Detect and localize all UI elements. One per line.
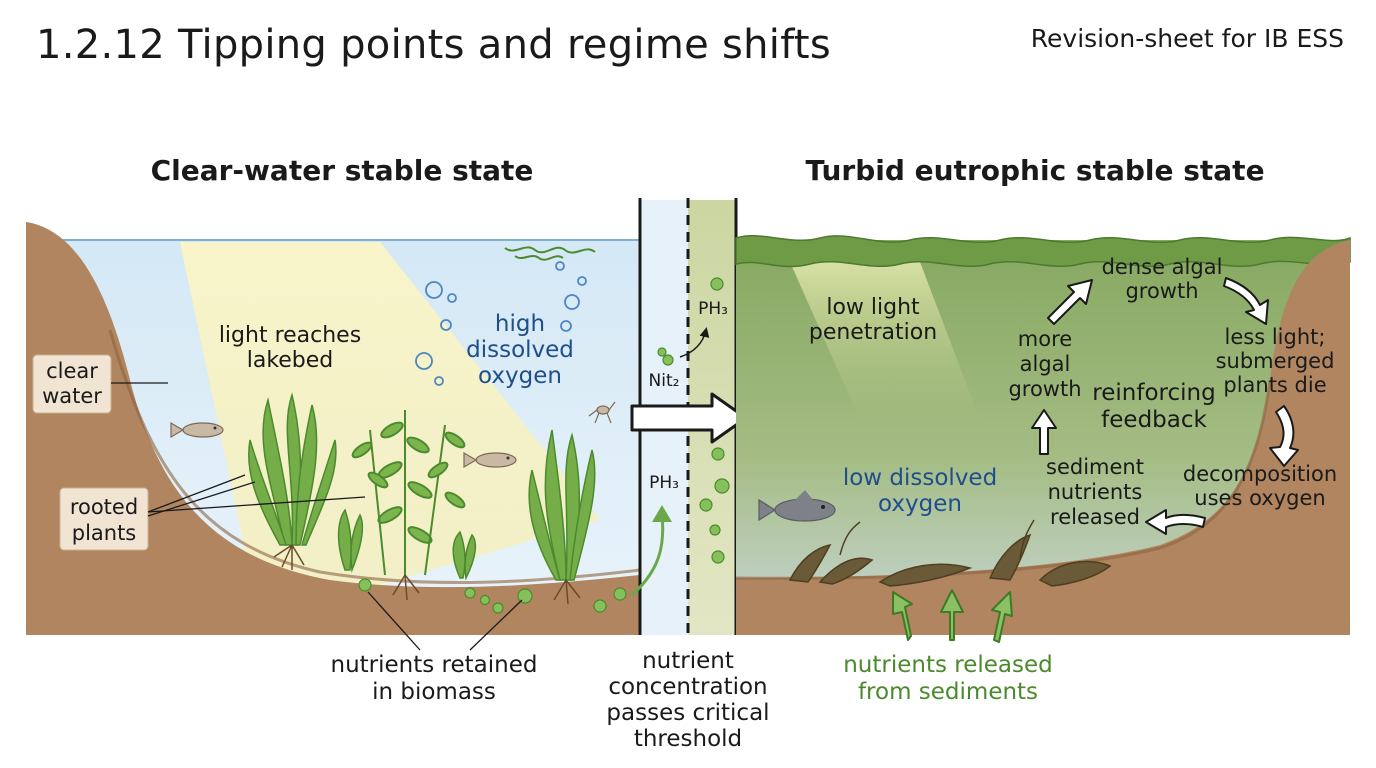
surface-weed: [504, 246, 596, 261]
rooted-plants-label: rooted plants: [59, 474, 366, 551]
nutrient-particles-left: [358, 578, 627, 614]
nutrients-retained-line-2: in biomass: [372, 679, 496, 705]
feedback-center-line-1: reinforcing: [1092, 380, 1215, 406]
plant-leafy-1: [351, 410, 466, 576]
threshold-line-2: concentration: [608, 674, 767, 700]
nutrients-released-line-2: from sediments: [858, 679, 1038, 705]
low-oxygen-line-2: oxygen: [878, 491, 962, 517]
page-title: 1.2.12 Tipping points and regime shifts: [36, 22, 832, 68]
low-oxygen-line-1: low dissolved: [843, 465, 997, 491]
threshold-caption: nutrient concentration passes critical t…: [606, 648, 769, 752]
grey-fish: [758, 490, 836, 522]
light-line-2: lakebed: [247, 348, 334, 373]
nutrients-released-line-1: nutrients released: [843, 652, 1053, 678]
clear-water-line-2: water: [42, 384, 102, 408]
threshold-line-4: threshold: [634, 726, 742, 752]
less-light-line-1: less light;: [1225, 325, 1326, 349]
right-panel-heading: Turbid eutrophic stable state: [805, 154, 1264, 187]
feedback-loop: reinforcing feedback dense algal growth …: [1008, 255, 1337, 535]
rooted-plants-line-1: rooted: [70, 495, 138, 519]
clear-water-label: clear water: [32, 354, 168, 414]
more-growth-line-3: growth: [1008, 377, 1081, 401]
regime-shift-arrow: [630, 392, 748, 444]
page-subtitle: Revision-sheet for IB ESS: [1030, 24, 1344, 53]
oxygen-line-2: dissolved: [466, 337, 574, 363]
low-light-label: low light penetration: [809, 295, 937, 345]
sediment-release-arrows: [892, 589, 1013, 643]
rooted-plants-line-2: plants: [72, 521, 137, 545]
feedback-center-line-2: feedback: [1101, 407, 1207, 433]
dead-plants: [788, 519, 1112, 587]
decomposition-line-2: uses oxygen: [1194, 486, 1325, 510]
fish-left-2: [463, 451, 517, 469]
water-insect: [588, 401, 616, 424]
rooted-plants: [248, 392, 627, 614]
fish-left-1: [170, 421, 224, 439]
oxygen-bubbles: [415, 261, 587, 386]
threshold-line-3: passes critical: [606, 700, 769, 726]
oxygen-line-3: oxygen: [478, 363, 562, 389]
decomposition-line-1: decomposition: [1183, 462, 1337, 486]
sediment-line-2: nutrients: [1048, 480, 1143, 504]
more-growth-line-2: algal: [1020, 352, 1071, 376]
transition-column: PH₃ Nit₂ PH₃: [630, 198, 748, 635]
chem-label-bottom: PH₃: [649, 473, 679, 493]
high-oxygen-label: high dissolved oxygen: [466, 311, 574, 389]
nutrient-uptake-arrow: [631, 514, 665, 597]
oxygen-line-1: high: [495, 311, 545, 337]
right-lake-bank: [736, 240, 1350, 635]
more-growth-line-1: more: [1018, 327, 1072, 351]
less-light-line-3: plants die: [1223, 373, 1326, 397]
light-reaches-label: light reaches lakebed: [219, 323, 361, 373]
sediment-line-3: released: [1050, 505, 1140, 529]
plant-small-1: [337, 508, 477, 581]
less-light-line-2: submerged: [1216, 349, 1335, 373]
sediment-line-1: sediment: [1046, 455, 1144, 479]
right-lake-panel: [735, 234, 1351, 635]
loop-arrow-to-less-light: [1223, 277, 1269, 325]
column-nutrient-particles: [657, 277, 730, 564]
low-light-line-2: penetration: [809, 320, 937, 345]
low-oxygen-label: low dissolved oxygen: [843, 465, 997, 517]
loop-arrow-to-dense-growth: [1047, 279, 1093, 325]
loop-arrow-to-more-growth: [1031, 409, 1057, 455]
dense-growth-line-1: dense algal: [1102, 255, 1223, 279]
chem-label-top: PH₃: [698, 299, 728, 319]
low-light-beam: [790, 262, 980, 420]
nutrients-retained-label: nutrients retained in biomass: [331, 591, 538, 705]
left-panel-heading: Clear-water stable state: [151, 154, 534, 187]
plant-roots: [273, 544, 581, 605]
left-lake-panel: [26, 222, 641, 635]
light-line-1: light reaches: [219, 323, 361, 348]
dense-growth-line-2: growth: [1125, 279, 1198, 303]
chem-label-mid: Nit₂: [649, 371, 680, 391]
left-lake-bank: [26, 222, 640, 635]
loop-arrow-to-decomposition: [1269, 405, 1299, 467]
low-light-line-1: low light: [826, 295, 920, 320]
plant-tall-grass-2: [528, 429, 596, 581]
nutrients-released-label: nutrients released from sediments: [843, 652, 1053, 705]
threshold-line-1: nutrient: [642, 648, 734, 674]
clear-water-line-1: clear: [46, 359, 98, 383]
plant-tall-grass-1: [248, 392, 337, 546]
loop-arrow-to-sediment: [1145, 509, 1206, 535]
nutrients-retained-line-1: nutrients retained: [331, 652, 538, 678]
